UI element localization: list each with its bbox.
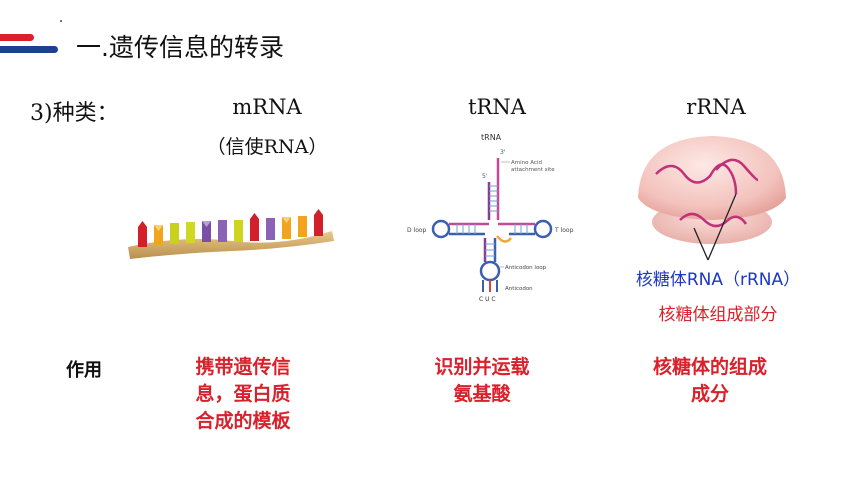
rrna-role-line: 核糖体的组成 [652,356,767,378]
rrna-role-line: 成分 [690,383,729,405]
trna-role: 识别并运载 氨基酸 [407,354,557,408]
trna-diagram-title: tRNA [481,133,502,142]
rrna-heading: rRNA [686,95,746,119]
d-loop-label: D loop [407,227,427,234]
trna-role-line: 识别并运载 [434,356,530,378]
pointer-line-left [693,227,709,261]
trna-heading: tRNA [468,95,526,119]
decorative-dot [60,20,62,22]
rrna-strand-1 [655,163,738,195]
trna-diagram: tRNA 3' 5' Amino Acid attachment site D … [407,133,574,303]
role-label: 作用 [66,360,102,381]
section-label: 3)种类： [30,101,119,126]
attachment-site-label: attachment site [511,167,555,173]
trna-3-prime-label: 3' [500,149,506,156]
mrna-role: 携带遗传信 息，蛋白质 合成的模板 [168,354,318,435]
trna-role-line: 氨基酸 [453,383,511,405]
t-loop-label: T loop [554,227,574,234]
rrna-strand-2 [715,158,759,182]
ribosome-caption: 核糖体RNA（rRNA） [635,270,801,290]
ribosome-illustration [638,136,786,261]
mrna-bases [138,209,323,247]
anticodon-label: Anticodon [505,286,533,292]
pointer-line-right [707,193,737,261]
mrna-strand-illustration [128,209,334,259]
mrna-role-line: 合成的模板 [195,410,291,432]
mrna-backbone [128,231,334,259]
page-title: 一.遗传信息的转录 [76,33,284,62]
header-accent-blue-bar [0,46,58,53]
ribosome-subcaption: 核糖体组成部分 [658,305,778,325]
anticodon-bases: C U C [479,296,496,303]
mrna-role-line: 息，蛋白质 [195,383,291,405]
anticodon-loop [479,260,501,282]
amino-acid-label: Amino Acid [511,160,542,166]
anticodon-loop-label: Anticodon loop [505,265,547,271]
rrna-strand-3 [679,212,748,228]
mrna-heading: mRNA [232,95,302,119]
trna-5-prime-label: 5' [482,173,488,180]
mrna-subtitle: （信使RNA） [206,136,328,158]
d-loop [431,219,451,239]
ribosome-large-subunit [638,136,786,220]
mrna-role-line: 携带遗传信 [195,356,291,378]
t-loop [533,219,553,239]
variable-loop [496,235,512,243]
rrna-role: 核糖体的组成 成分 [625,354,795,408]
header-accent-red-bar [0,34,34,41]
